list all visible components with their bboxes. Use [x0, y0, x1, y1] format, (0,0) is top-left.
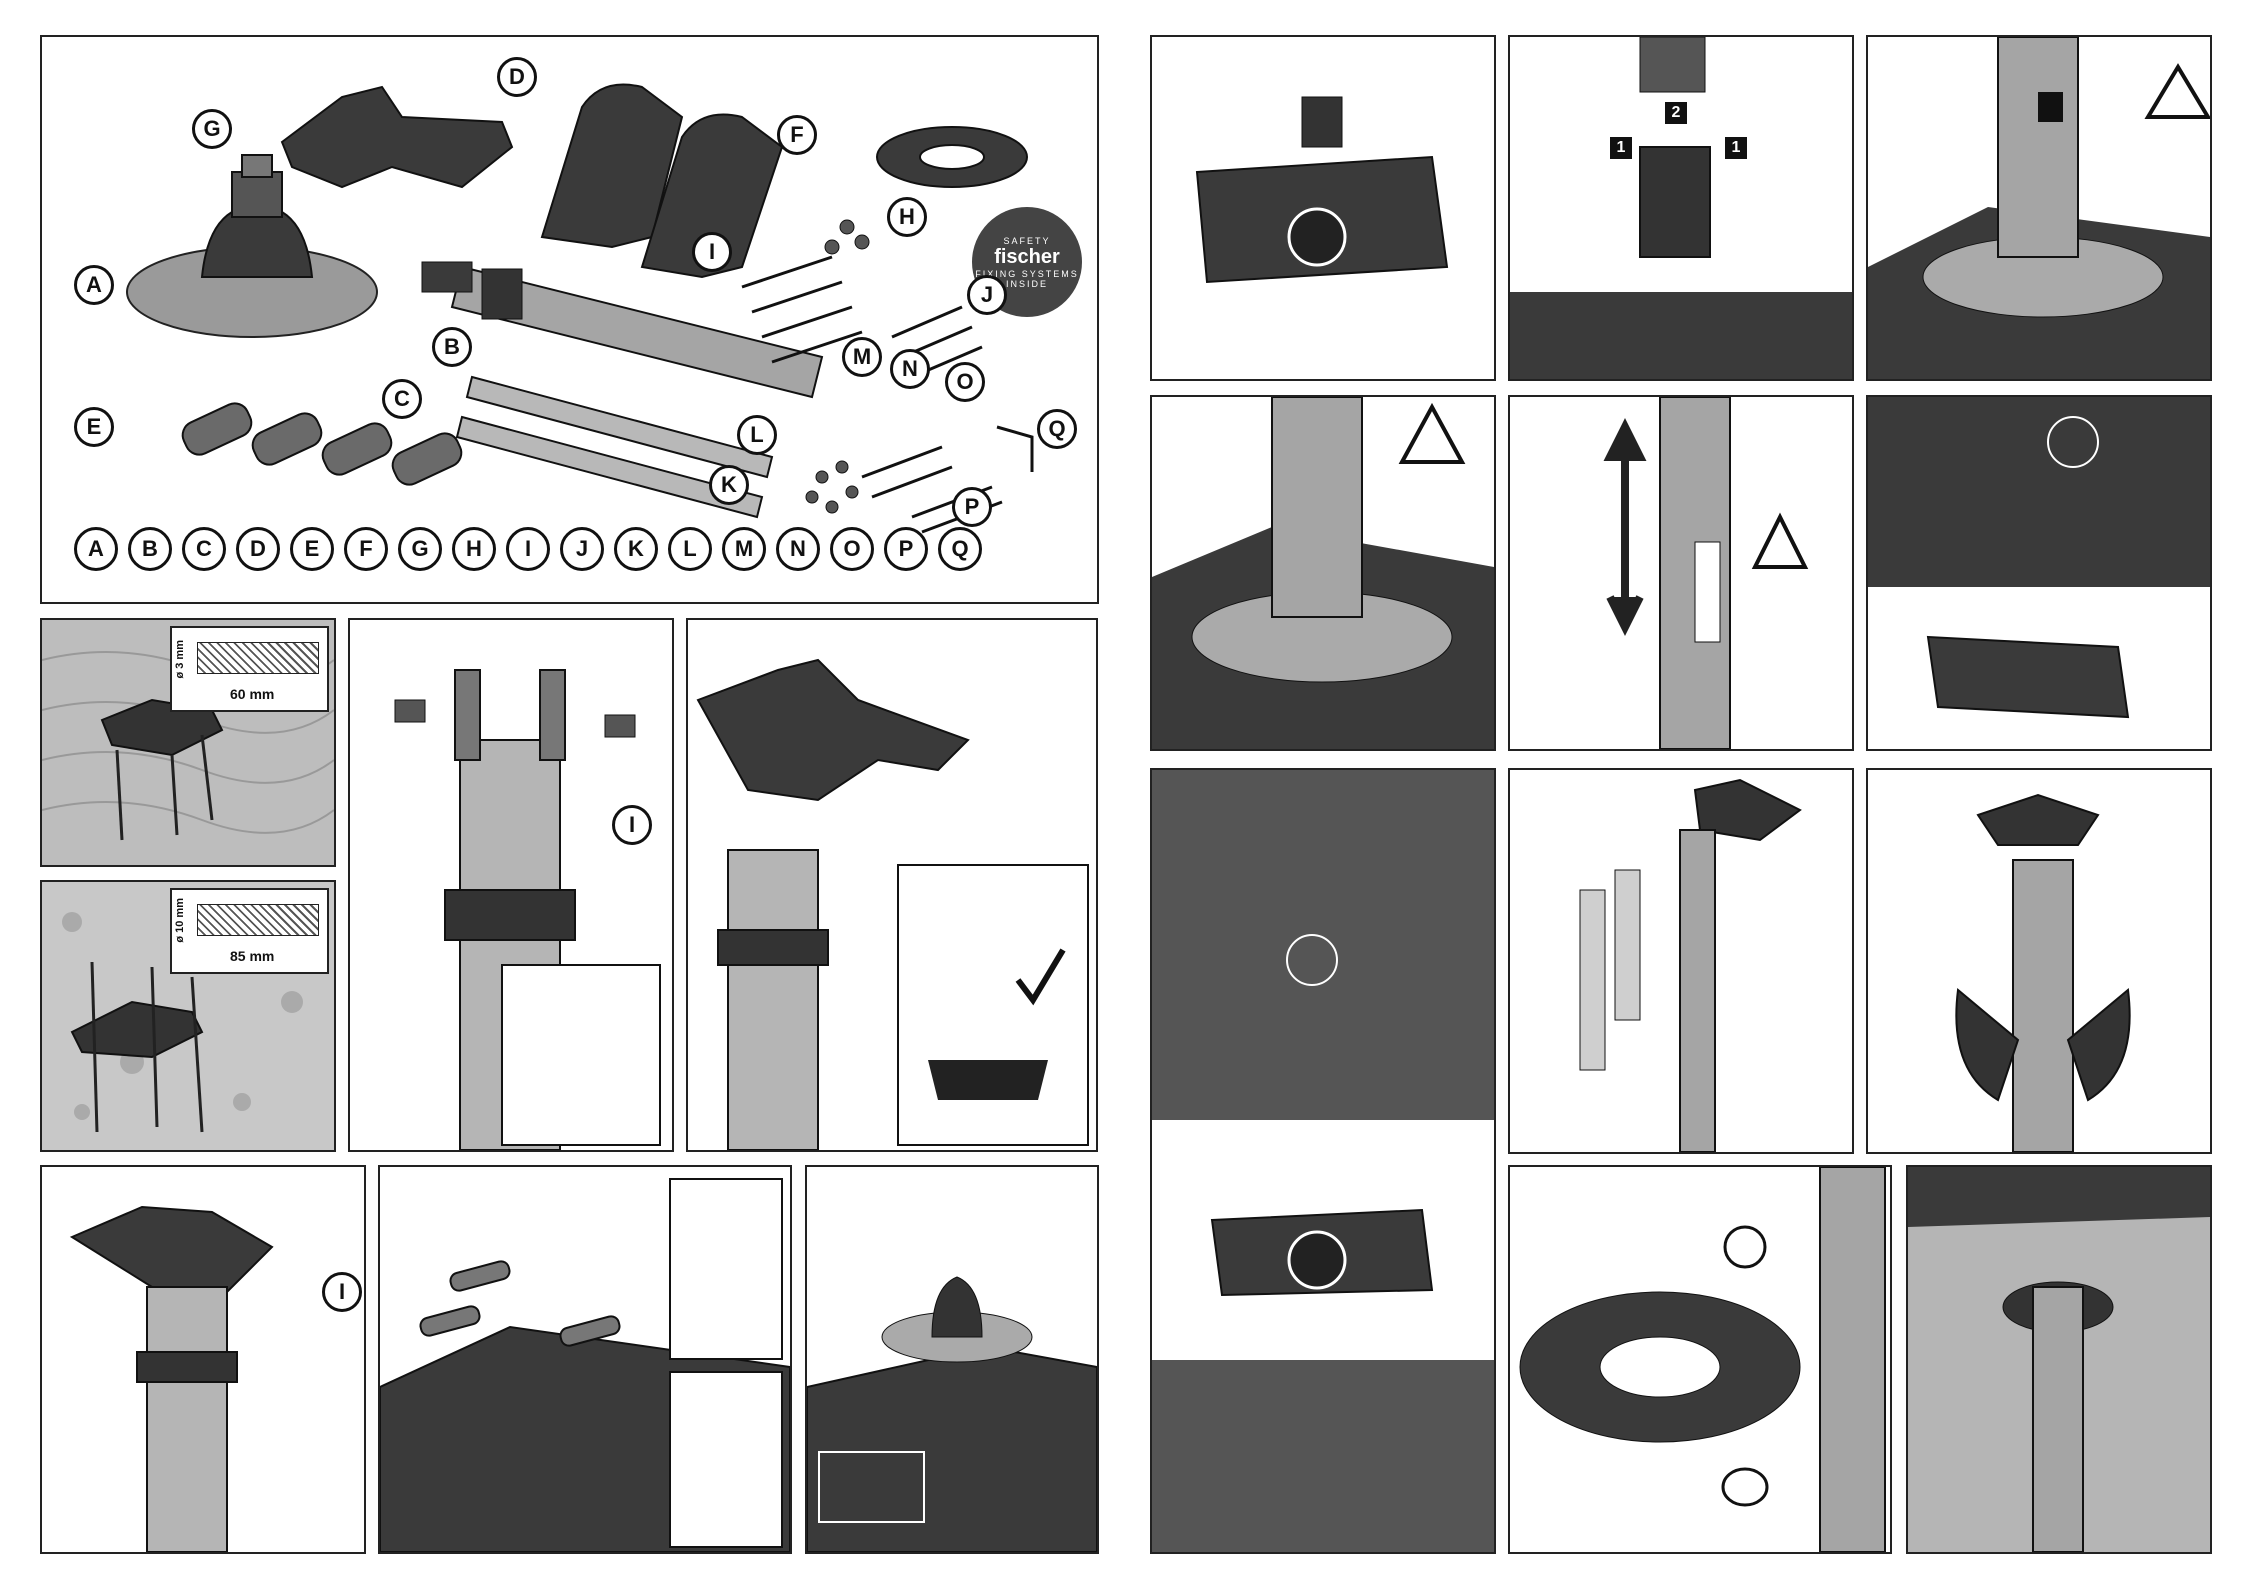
mount-on-projector-illustration: [807, 1167, 1097, 1552]
concrete-ceiling-panel: ø 10 mm 85 mm: [40, 880, 336, 1152]
ring-fit-panel: [1906, 1165, 2212, 1554]
cut-ring-illustration: [1510, 1167, 1890, 1552]
rotate-head-panel: [1150, 395, 1496, 751]
callout-d: D: [497, 57, 537, 97]
cut-rails-illustration: [1510, 770, 1852, 1152]
legend-g: G: [398, 527, 442, 571]
warning-icon: [1755, 517, 1805, 567]
legend-k: K: [614, 527, 658, 571]
legend-p: P: [884, 527, 928, 571]
legend-j: J: [560, 527, 604, 571]
callout-o: O: [945, 362, 985, 402]
callout-i: I: [692, 232, 732, 272]
tilt-adjust-panel: [1866, 395, 2212, 751]
step-1-right: 1: [1725, 137, 1747, 159]
concrete-drill-hole: [197, 904, 319, 936]
cut-ring-panel: [1508, 1165, 1892, 1554]
lock-rotation-panel: [1866, 35, 2212, 381]
legend-b: B: [128, 527, 172, 571]
legend-m: M: [722, 527, 766, 571]
cover-install-illustration: [1868, 770, 2210, 1152]
bracket-attach-illustration: [688, 620, 1096, 1150]
parts-overview-panel: SAFETY fischer FIXING SYSTEMS INSIDE A B…: [40, 35, 1099, 604]
wood-drill-spec: ø 3 mm 60 mm: [170, 626, 329, 712]
callout-b: B: [432, 327, 472, 367]
pad-placement-panel: [378, 1165, 792, 1554]
callout-a: A: [74, 265, 114, 305]
pole-insert-illustration: [1510, 37, 1852, 379]
wood-drill-length: 60 mm: [230, 686, 274, 702]
legend-e: E: [290, 527, 334, 571]
projector-view-panel: [1150, 35, 1496, 381]
ring-fit-illustration: [1908, 1167, 2210, 1552]
step-2: 2: [1665, 102, 1687, 124]
wood-ceiling-panel: ø 3 mm 60 mm: [40, 618, 336, 867]
callout-f: F: [777, 115, 817, 155]
callout-m: M: [842, 337, 882, 377]
callout-l: L: [737, 415, 777, 455]
bracket-screw-callout: I: [322, 1272, 362, 1312]
callout-k: K: [709, 465, 749, 505]
pole-insert-panel: 1 1 2: [1508, 35, 1854, 381]
legend-o: O: [830, 527, 874, 571]
lock-icon: [2038, 92, 2063, 122]
legend-f: F: [344, 527, 388, 571]
callout-p: P: [952, 487, 992, 527]
cover-install-panel: [1866, 768, 2212, 1154]
height-adjust-panel: [1508, 395, 1854, 751]
rotate-head-illustration: [1152, 397, 1494, 749]
mount-on-projector-panel: [805, 1165, 1099, 1554]
projector-view-illustration: [1152, 37, 1494, 379]
legend-i: I: [506, 527, 550, 571]
callout-j: J: [967, 275, 1007, 315]
concrete-drill-length: 85 mm: [230, 948, 274, 964]
legend-a: A: [74, 527, 118, 571]
legend-q: Q: [938, 527, 982, 571]
tilt-adjust-illustration: [1868, 397, 2210, 749]
alt-tilt-panel: [1150, 768, 1496, 1554]
pad-placement-illustration: [380, 1167, 790, 1552]
callout-g: G: [192, 109, 232, 149]
legend-c: C: [182, 527, 226, 571]
lock-rotation-illustration: [1868, 37, 2210, 379]
legend-l: L: [668, 527, 712, 571]
legend-h: H: [452, 527, 496, 571]
callout-q: Q: [1037, 409, 1077, 449]
warning-icon: [1402, 407, 1462, 462]
tube-screw-illustration: [350, 620, 672, 1150]
concrete-drill-spec: ø 10 mm 85 mm: [170, 888, 329, 974]
wood-drill-hole: [197, 642, 319, 674]
legend-d: D: [236, 527, 280, 571]
height-adjust-illustration: [1510, 397, 1852, 749]
step-1-left: 1: [1610, 137, 1632, 159]
callout-e: E: [74, 407, 114, 447]
cut-rails-panel: [1508, 768, 1854, 1154]
warning-icon: [2148, 67, 2208, 117]
parts-legend-row: A B C D E F G H I J K L M N O P Q: [74, 527, 982, 571]
bracket-attach-panel: [686, 618, 1098, 1152]
legend-n: N: [776, 527, 820, 571]
callout-n: N: [890, 349, 930, 389]
concrete-drill-diameter: ø 10 mm: [174, 898, 186, 943]
alt-tilt-illustration: [1152, 770, 1494, 1552]
wood-drill-diameter: ø 3 mm: [174, 640, 186, 679]
callout-h: H: [887, 197, 927, 237]
tube-screw-callout: I: [612, 805, 652, 845]
bracket-screw-illustration: [42, 1167, 364, 1552]
callout-c: C: [382, 379, 422, 419]
bracket-screw-panel: I: [40, 1165, 366, 1554]
tube-screw-panel: I: [348, 618, 674, 1152]
